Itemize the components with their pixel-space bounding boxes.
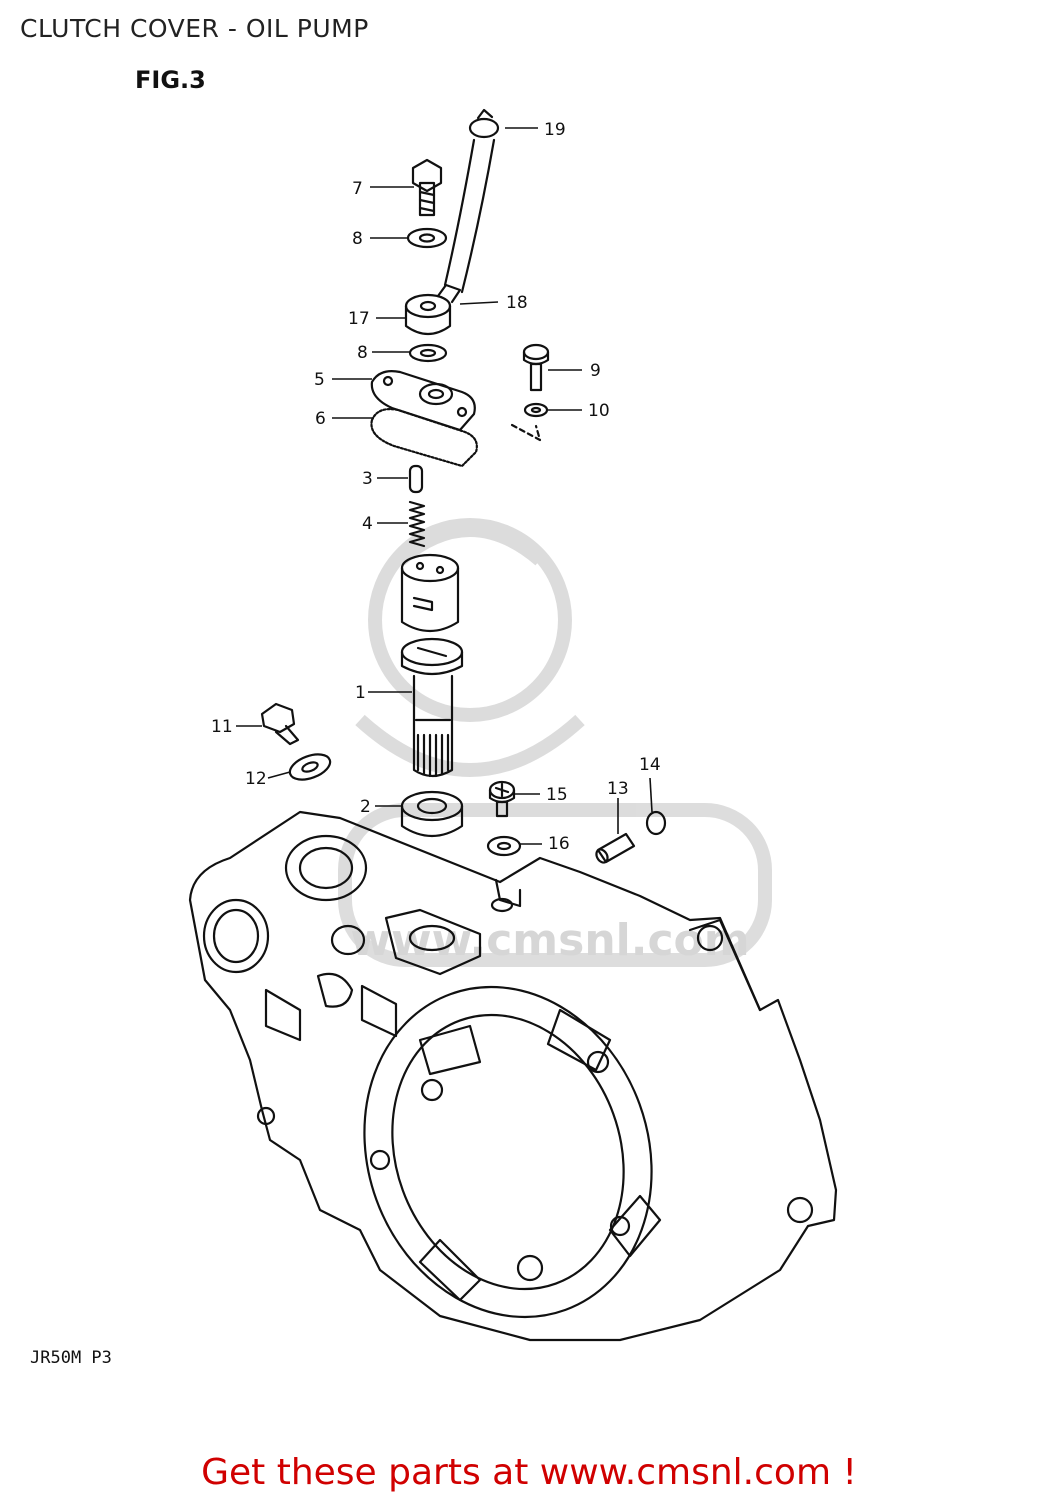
washer-part xyxy=(288,753,332,781)
washer-part xyxy=(406,227,448,249)
callout-3: 3 xyxy=(362,469,373,489)
callout-18: 18 xyxy=(506,293,528,313)
callout-9: 9 xyxy=(590,361,601,381)
callout-8-lower: 8 xyxy=(357,343,368,363)
callout-1: 1 xyxy=(355,683,366,703)
diagram-code: JR50M P3 xyxy=(30,1348,112,1368)
callout-2: 2 xyxy=(360,797,371,817)
callout-4: 4 xyxy=(362,514,373,534)
callout-19: 19 xyxy=(544,120,566,140)
hose-union-part xyxy=(404,283,462,336)
bolt-part xyxy=(411,158,443,217)
oil-hose-part xyxy=(443,138,496,294)
watermark-text: www.cmsnl.com xyxy=(350,915,749,966)
callout-15: 15 xyxy=(546,785,568,805)
callout-16: 16 xyxy=(548,834,570,854)
callout-10: 10 xyxy=(588,401,610,421)
washer-part xyxy=(523,402,549,418)
callout-7: 7 xyxy=(352,179,363,199)
gasket-part xyxy=(370,408,478,468)
leader-lines xyxy=(236,127,653,845)
callout-11: 11 xyxy=(211,717,233,737)
callout-14: 14 xyxy=(639,755,661,775)
callout-6: 6 xyxy=(315,409,326,429)
callout-13: 13 xyxy=(607,779,629,799)
screw-part xyxy=(488,780,516,818)
washer-part xyxy=(486,835,522,857)
figure-label: FIG.3 xyxy=(135,66,206,94)
callout-12: 12 xyxy=(245,769,267,789)
spring-part xyxy=(408,500,426,548)
page-title: CLUTCH COVER - OIL PUMP xyxy=(20,14,369,43)
pin-part xyxy=(408,464,424,494)
callout-numbers: 19 7 8 17 18 8 9 5 10 6 3 4 1 11 12 14 1… xyxy=(211,120,661,854)
callout-17: 17 xyxy=(348,309,370,329)
screw-part xyxy=(522,343,550,392)
pump-cover-part xyxy=(370,370,476,432)
dowel-pin-part xyxy=(595,832,636,864)
clutch-cover-part xyxy=(188,810,838,1342)
pump-shaft-part xyxy=(400,637,464,778)
o-ring-part xyxy=(645,810,667,836)
callout-5: 5 xyxy=(314,370,325,390)
pump-body-part xyxy=(400,553,460,633)
cmsnl-parts-link[interactable]: Get these parts at www.cmsnl.com ! xyxy=(201,1452,857,1493)
watermark-logo xyxy=(338,518,772,967)
hose-clamp-part xyxy=(468,108,500,139)
washer-part xyxy=(408,343,448,363)
bolt-part xyxy=(260,702,300,746)
callout-8-top: 8 xyxy=(352,229,363,249)
